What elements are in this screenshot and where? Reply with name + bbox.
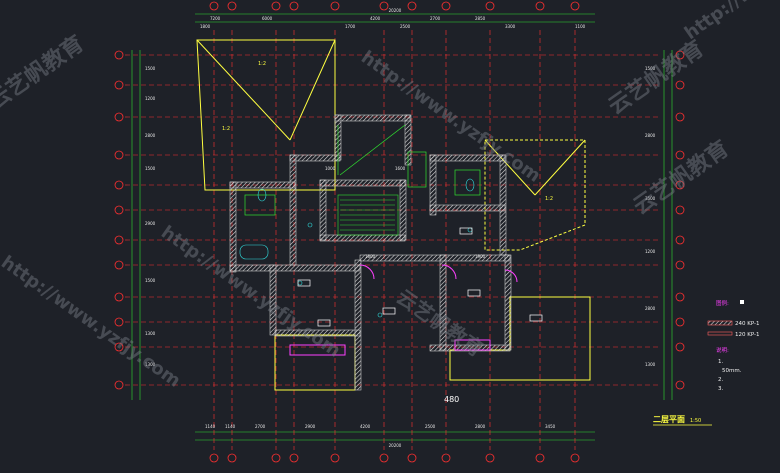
annotation-lines — [244, 124, 481, 216]
overall-dim-bottom: 20200 — [389, 443, 402, 448]
watermark-url: http://www.yzfjy.com — [357, 47, 544, 187]
watermark-brand: 云艺帆教育 — [392, 284, 488, 361]
right-dim: 1200 — [645, 249, 656, 254]
top-dim: 2850 — [475, 16, 486, 21]
staircase — [337, 194, 399, 236]
bottom-dim: 1140 — [205, 424, 216, 429]
windows-doors — [289, 264, 518, 356]
left-dim: 1500 — [145, 278, 156, 283]
room-mark: 1000 — [325, 166, 336, 171]
legend-swatch-120 — [707, 331, 733, 336]
axis-bubbles-bottom — [209, 453, 580, 463]
watermark-url: http://www.yzfjy.com — [0, 252, 184, 392]
room-mark: 1800 — [365, 254, 376, 259]
top-dim: 2700 — [430, 16, 441, 21]
bottom-dim: 2900 — [305, 424, 316, 429]
bottom-dim: 2500 — [425, 424, 436, 429]
legend-marker — [740, 300, 744, 304]
roof-slope: 1:2 — [545, 196, 553, 202]
watermark-url: http://www.yzfjy.com — [681, 0, 780, 44]
room-mark: 1900 — [475, 254, 486, 259]
legend-item: 240 KP-1 — [735, 321, 760, 327]
top-dim-inner: 3300 — [505, 24, 516, 29]
top-dim: 4200 — [370, 16, 381, 21]
right-dim: 1300 — [645, 362, 656, 367]
legend-swatch-240 — [707, 320, 733, 326]
overall-dim-top: 20200 — [389, 8, 402, 13]
bottom-dim: 3450 — [545, 424, 556, 429]
watermark-brand: 云艺帆教育 — [604, 36, 709, 120]
room-tags — [297, 227, 543, 327]
top-dim: 7200 — [210, 16, 221, 21]
top-dim-inner: 1100 — [575, 24, 586, 29]
right-dim: 2800 — [645, 133, 656, 138]
notes-heading: 说明: — [716, 346, 729, 354]
left-dim: 2900 — [145, 221, 156, 226]
axis-bubbles-top — [209, 1, 580, 11]
room-mark: 1600 — [395, 166, 406, 171]
drawing-title: 二层平面 — [653, 415, 685, 424]
note-line: 50mm. — [722, 368, 742, 374]
top-dim-inner: 1700 — [345, 24, 356, 29]
watermark-brand: 云艺帆教育 — [0, 31, 89, 115]
left-dim: 1300 — [145, 331, 156, 336]
walls — [229, 114, 512, 391]
right-dim: 1500 — [645, 66, 656, 71]
left-dim: 1500 — [145, 66, 156, 71]
left-dim: 1200 — [145, 96, 156, 101]
axis-bubbles-right — [675, 50, 685, 390]
roof-slope: 1:2 — [258, 61, 266, 67]
bottom-dim: 4200 — [360, 424, 371, 429]
roof-slope: 1:2 — [222, 126, 230, 132]
note-line: 2. — [718, 377, 723, 383]
drawing-scale: 1:50 — [690, 418, 701, 424]
axis-bubbles-left — [114, 50, 124, 390]
note-line: 1. — [718, 359, 723, 365]
top-dim-inner: 2500 — [400, 24, 411, 29]
left-dim: 1300 — [145, 362, 156, 367]
left-dim: 2800 — [145, 133, 156, 138]
left-dim: 1500 — [145, 166, 156, 171]
legend-item: 120 KP-1 — [735, 332, 760, 338]
top-dim-inner: 1800 — [200, 24, 211, 29]
dimension-frame — [131, 13, 673, 441]
bottom-dim: 1140 — [225, 424, 236, 429]
right-dim: 2800 — [645, 306, 656, 311]
top-dim: 6000 — [262, 16, 273, 21]
watermark-url: http://www.yzfjy.com — [157, 222, 344, 362]
center-label: 480 — [444, 395, 459, 404]
note-line: 3. — [718, 386, 723, 392]
watermark-brand: 云艺帆教育 — [629, 136, 734, 220]
bottom-dim: 2800 — [475, 424, 486, 429]
bottom-dim: 2700 — [255, 424, 266, 429]
right-dim: 3500 — [645, 196, 656, 201]
legend-heading: 图例: — [716, 299, 729, 307]
